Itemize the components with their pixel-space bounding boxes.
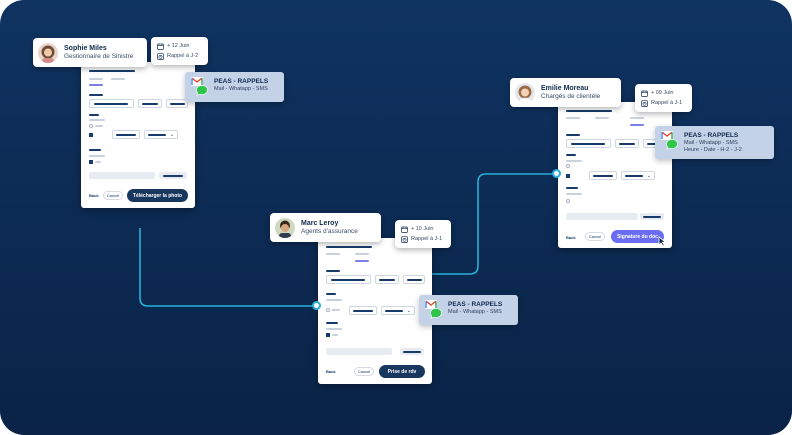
upload-photo-button[interactable]: Télécharger la photo bbox=[127, 189, 188, 202]
cancel-button[interactable]: Cancel bbox=[354, 367, 374, 376]
peas-title: PEAS - RAPPELS bbox=[684, 132, 739, 139]
chevron-down-icon: ⌄ bbox=[646, 173, 651, 179]
reminder-card-step2: + 10 Juin Rappel à J-1 bbox=[395, 220, 451, 248]
text-field[interactable] bbox=[589, 171, 617, 180]
cancel-button[interactable]: Cancel bbox=[585, 232, 605, 241]
person-role: Gestionnaire de Sinistre bbox=[64, 53, 134, 60]
reminder-card-step3: + 09 Juin Rappel à J-1 bbox=[635, 84, 692, 112]
select-field[interactable]: ⌄ bbox=[621, 171, 655, 180]
checkbox[interactable] bbox=[326, 333, 330, 337]
calendar-icon bbox=[641, 89, 648, 97]
text-field[interactable] bbox=[89, 99, 134, 108]
radio-button[interactable] bbox=[566, 199, 570, 203]
chevron-down-icon: ⌄ bbox=[169, 132, 174, 138]
radio-button[interactable] bbox=[566, 164, 570, 168]
text-field[interactable] bbox=[112, 130, 140, 139]
chevron-down-icon: ⌄ bbox=[406, 308, 411, 314]
text-input[interactable] bbox=[159, 172, 187, 179]
mouse-cursor-icon bbox=[658, 236, 667, 247]
text-input[interactable] bbox=[566, 213, 638, 220]
checkbox[interactable] bbox=[89, 160, 93, 164]
reminder-recall: Rappel à J-1 bbox=[651, 100, 683, 106]
form-card-step2: ⌄ Back Cancel Prise de rdv bbox=[318, 238, 432, 384]
gmail-icon bbox=[425, 300, 437, 309]
reminder-card-step1: + 12 Juin Rappel à J-2 bbox=[151, 37, 208, 65]
person-name: Emilie Moreau bbox=[541, 85, 589, 92]
back-link[interactable]: Back bbox=[326, 369, 336, 374]
text-field[interactable] bbox=[166, 99, 188, 108]
text-input[interactable] bbox=[400, 348, 424, 355]
back-link[interactable]: Back bbox=[566, 235, 576, 240]
form-card-step3: ⌄ Back Cancel Signature du doc bbox=[558, 102, 672, 248]
radio-button[interactable] bbox=[326, 308, 330, 312]
gmail-icon bbox=[661, 131, 673, 140]
text-field[interactable] bbox=[375, 275, 399, 284]
alarm-icon bbox=[157, 52, 164, 60]
person-name: Marc Leroy bbox=[301, 220, 339, 227]
calendar-icon bbox=[157, 42, 164, 50]
person-name: Sophie Miles bbox=[64, 45, 107, 52]
avatar-man-icon bbox=[275, 217, 295, 238]
message-icon bbox=[666, 139, 678, 150]
text-field[interactable] bbox=[403, 275, 425, 284]
text-field[interactable] bbox=[326, 275, 371, 284]
peas-title: PEAS - RAPPELS bbox=[214, 78, 269, 85]
text-field[interactable] bbox=[566, 139, 611, 148]
select-field[interactable]: ⌄ bbox=[381, 306, 415, 315]
person-role: Chargés de clientèle bbox=[541, 93, 601, 100]
cancel-button[interactable]: Cancel bbox=[103, 191, 123, 200]
checkbox[interactable] bbox=[89, 133, 93, 137]
reminder-date: + 09 Juin bbox=[651, 90, 674, 96]
alarm-icon bbox=[401, 235, 408, 243]
peas-schedule: Heure - Date - H-2 - J-2 bbox=[684, 147, 742, 153]
reminder-recall: Rappel à J-1 bbox=[411, 236, 443, 242]
person-card-step3: Emilie Moreau Chargés de clientèle bbox=[510, 78, 621, 107]
connector-step2-step3 bbox=[432, 173, 557, 275]
person-role: Agents d'assurance bbox=[301, 228, 358, 235]
avatar-woman-icon bbox=[515, 82, 535, 103]
person-card-step2: Marc Leroy Agents d'assurance bbox=[270, 213, 381, 242]
back-link[interactable]: Back bbox=[89, 193, 99, 198]
peas-channels: Mail - Whatapp - SMS bbox=[448, 309, 502, 315]
person-card-step1: Sophie Miles Gestionnaire de Sinistre bbox=[33, 38, 147, 67]
reminder-date: + 12 Juin bbox=[167, 43, 190, 49]
reminder-date: + 10 Juin bbox=[411, 226, 434, 232]
text-field[interactable] bbox=[615, 139, 639, 148]
reminder-recall: Rappel à J-2 bbox=[167, 53, 199, 59]
book-appointment-button[interactable]: Prise de rdv bbox=[379, 365, 425, 378]
avatar-woman-icon bbox=[38, 42, 58, 63]
calendar-icon bbox=[401, 225, 408, 233]
radio-button[interactable] bbox=[89, 124, 93, 128]
select-field[interactable]: ⌄ bbox=[144, 130, 178, 139]
peas-channels: Mail - Whatapp - SMS bbox=[684, 140, 738, 146]
sign-document-button[interactable]: Signature du doc bbox=[611, 230, 664, 243]
message-icon bbox=[196, 85, 208, 96]
peas-card-step2: PEAS - RAPPELS Mail - Whatapp - SMS bbox=[419, 295, 518, 325]
connector-step1-step2 bbox=[139, 228, 317, 307]
checkbox[interactable] bbox=[566, 174, 570, 178]
form-card-step1: ⌄ Back Cancel Télécharger la photo bbox=[81, 62, 195, 208]
text-input[interactable] bbox=[640, 213, 664, 220]
connector-node bbox=[552, 169, 561, 178]
text-input[interactable] bbox=[89, 172, 155, 179]
text-input[interactable] bbox=[326, 348, 392, 355]
message-icon bbox=[430, 308, 442, 319]
text-field[interactable] bbox=[138, 99, 162, 108]
connector-node bbox=[312, 301, 321, 310]
alarm-icon bbox=[641, 99, 648, 107]
peas-channels: Mail - Whatapp - SMS bbox=[214, 86, 268, 92]
gmail-icon bbox=[191, 77, 203, 86]
peas-title: PEAS - RAPPELS bbox=[448, 301, 503, 308]
text-field[interactable] bbox=[349, 306, 377, 315]
peas-card-step3: PEAS - RAPPELS Mail - Whatapp - SMS Heur… bbox=[655, 126, 774, 159]
peas-card-step1: PEAS - RAPPELS Mail - Whatapp - SMS bbox=[185, 72, 284, 102]
